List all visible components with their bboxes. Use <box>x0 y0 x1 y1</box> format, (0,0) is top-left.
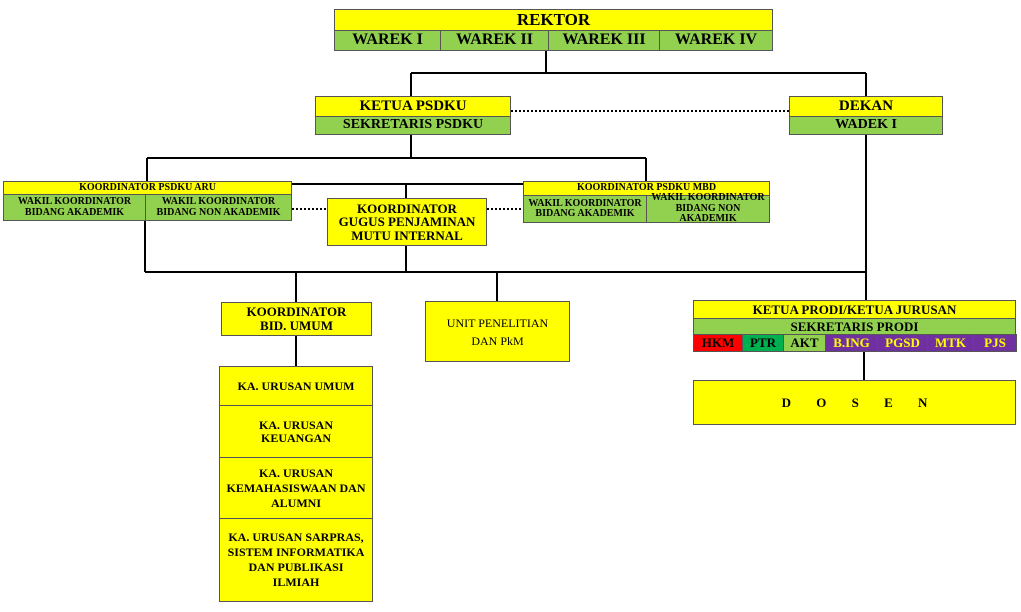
warek-2-box: WAREK II <box>440 30 549 51</box>
rektor-box: REKTOR <box>334 9 773 31</box>
sekretaris-prodi-box: SEKRETARIS PRODI <box>693 318 1016 335</box>
warek-4-box: WAREK IV <box>659 30 773 51</box>
prodi-mtk-cell: MTK <box>927 334 974 352</box>
sekretaris-psdku-box: SEKRETARIS PSDKU <box>315 116 511 135</box>
warek-3-box: WAREK III <box>548 30 660 51</box>
koordinator-aru-box: KOORDINATOR PSDKU ARU <box>3 181 292 195</box>
ketua-psdku-box: KETUA PSDKU <box>315 96 511 117</box>
ketua-prodi-box: KETUA PRODI/KETUA JURUSAN <box>693 300 1016 319</box>
aru-wakil-akademik-box: WAKIL KOORDINATOR BIDANG AKADEMIK <box>3 194 146 221</box>
dosen-box: D O S E N <box>693 380 1016 425</box>
prodi-hkm-cell: HKM <box>693 334 743 352</box>
gugus-penjaminan-mutu-box: KOORDINATOR GUGUS PENJAMINAN MUTU INTERN… <box>327 198 487 246</box>
urusan-kemahasiswaan-box: KA. URUSAN KEMAHASISWAAN DAN ALUMNI <box>219 457 373 519</box>
urusan-keuangan-box: KA. URUSAN KEUANGAN <box>219 405 373 458</box>
wadek-box: WADEK I <box>789 116 943 135</box>
prodi-pgsd-cell: PGSD <box>877 334 928 352</box>
urusan-umum-box: KA. URUSAN UMUM <box>219 366 373 406</box>
koordinator-bid-umum-box: KOORDINATOR BID. UMUM <box>221 302 372 336</box>
prodi-bing-cell: B.ING <box>825 334 878 352</box>
mbd-wakil-non-akademik-box: WAKIL KOORDINATOR BIDANG NON AKADEMIK <box>646 193 770 224</box>
mbd-wakil-akademik-box: WAKIL KOORDINATOR BIDANG AKADEMIK <box>523 195 647 223</box>
warek-1-box: WAREK I <box>334 30 441 51</box>
prodi-akt-cell: AKT <box>783 334 826 352</box>
prodi-ptr-cell: PTR <box>742 334 784 352</box>
unit-penelitian-box: UNIT PENELITIAN DAN PkM <box>425 301 570 362</box>
aru-wakil-non-akademik-box: WAKIL KOORDINATOR BIDANG NON AKADEMIK <box>145 194 292 221</box>
urusan-sarpras-box: KA. URUSAN SARPRAS, SISTEM INFORMATIKA D… <box>219 518 373 602</box>
dekan-box: DEKAN <box>789 96 943 117</box>
prodi-pjs-cell: PJS <box>973 334 1017 352</box>
